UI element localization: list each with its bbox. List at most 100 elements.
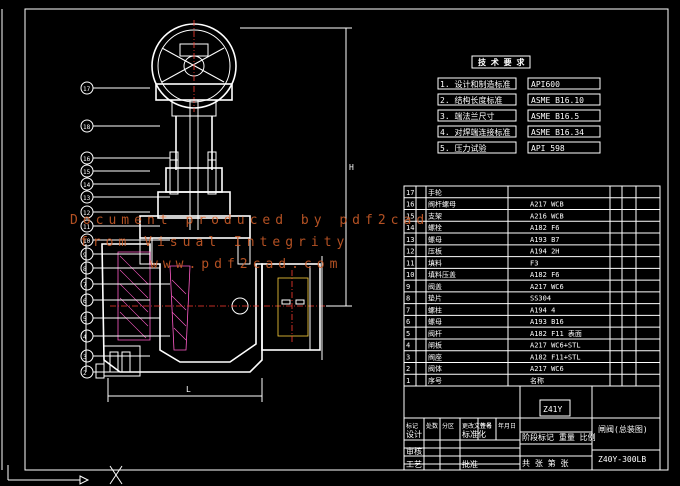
spec-value: API 598 — [531, 144, 565, 153]
tb-standard: 标准化 — [462, 429, 486, 439]
title-block-label: 标记 — [406, 422, 418, 430]
part-material: A194 2H — [530, 248, 560, 256]
yoke — [175, 100, 213, 230]
part-material: A216 WCB — [530, 212, 564, 220]
dimension-lines — [85, 27, 352, 402]
leader-balloon-6: 6 — [80, 293, 150, 307]
part-name: 阀杆螺母 — [428, 200, 456, 209]
spec-value: API600 — [531, 80, 560, 89]
ucs-axis-icon — [7, 465, 123, 485]
leader-balloon-11: 11 — [80, 219, 160, 233]
part-material: A217 WC6+STL — [530, 342, 581, 350]
part-name: 螺栓 — [428, 223, 442, 232]
part-name: 螺母 — [428, 235, 442, 244]
drawing-name: 闸阀(总装图) — [598, 424, 648, 434]
part-number: 2 — [406, 365, 410, 373]
leader-balloon-9: 9 — [80, 247, 150, 261]
part-number: 1 — [406, 377, 410, 385]
spec-label: 2. 结构长度标准 — [440, 95, 502, 105]
leader-number: 9 — [83, 252, 87, 259]
end-flange-right — [261, 263, 321, 351]
leader-number: 10 — [83, 238, 91, 245]
part-number: 9 — [406, 283, 410, 291]
tb-approve: 批准 — [462, 459, 478, 469]
tb-review: 审核 — [406, 446, 422, 456]
leader-balloon-18: 18 — [80, 119, 160, 133]
leader-balloon-17: 17 — [80, 81, 150, 95]
leader-number: 13 — [83, 195, 91, 202]
leader-balloon-12: 12 — [80, 205, 150, 219]
valve-body — [101, 243, 326, 373]
part-name: 阀座 — [428, 352, 442, 361]
bonnet — [139, 151, 251, 265]
parts-table-row: 1 序号 名称 — [404, 373, 660, 385]
leader-number: 7 — [83, 282, 87, 289]
pdf2cad-watermark: Document produced by pdf2cad from Visual… — [70, 213, 424, 272]
part-name: 填料压盖 — [428, 270, 456, 279]
part-number: 6 — [406, 318, 410, 326]
part-material: A182 F6 — [530, 224, 560, 232]
part-material: A217 WCB — [530, 201, 564, 209]
leader-balloon-10: 10 — [80, 233, 170, 247]
title-block-label: 处数 — [426, 422, 438, 430]
parts-table-row: 7 螺柱 A194 4 — [404, 303, 660, 314]
drawing-number: Z40Y-300LB — [598, 455, 646, 464]
drawing-frame — [24, 8, 669, 471]
leader-number: 5 — [83, 316, 87, 323]
part-material: A194 4 — [530, 306, 555, 314]
part-number: 8 — [406, 295, 410, 303]
part-name: 手轮 — [428, 188, 442, 197]
spec-label: 5. 压力试验 — [440, 143, 486, 153]
leader-balloon-7: 7 — [80, 277, 170, 291]
spec-value: ASME B16.5 — [531, 112, 579, 121]
tb-process: 工艺 — [406, 460, 422, 469]
title-block-label: 分区 — [442, 422, 454, 430]
part-material: 名称 — [530, 376, 544, 385]
part-number: 10 — [406, 271, 414, 279]
part-material: SS304 — [530, 295, 551, 303]
leader-number: 12 — [83, 210, 91, 217]
part-number: 7 — [406, 306, 410, 314]
part-name: 螺柱 — [428, 305, 442, 314]
title-code-box — [539, 399, 571, 417]
part-number: 13 — [406, 236, 414, 244]
leader-number: 4 — [83, 334, 87, 341]
handwheel — [151, 20, 237, 112]
leader-balloon-3: 3 — [80, 349, 150, 363]
leader-number: 18 — [83, 124, 91, 131]
part-name: 阀杆 — [428, 329, 442, 338]
title-block-label: 年月日 — [498, 422, 516, 430]
part-number: 11 — [406, 259, 414, 267]
spec-label: 1. 设计和制造标准 — [440, 79, 510, 89]
parts-table-row: 8 垫片 SS304 — [404, 291, 660, 303]
leader-balloon-5: 5 — [80, 311, 160, 325]
part-number: 4 — [406, 342, 410, 350]
yoke-top — [171, 99, 217, 117]
bottom-flange — [95, 345, 141, 379]
part-name: 序号 — [428, 376, 442, 385]
leader-number: 3 — [83, 354, 87, 361]
leader-number: 17 — [83, 86, 91, 93]
part-material: A182 F11+STL — [530, 353, 581, 361]
part-number: 15 — [406, 212, 414, 220]
part-name: 垫片 — [428, 294, 442, 303]
part-name: 阀盖 — [428, 282, 442, 291]
part-number: 12 — [406, 248, 414, 256]
part-name: 螺母 — [428, 317, 442, 326]
leader-balloon-15: 15 — [80, 164, 150, 178]
leader-balloon-16: 16 — [80, 151, 170, 165]
